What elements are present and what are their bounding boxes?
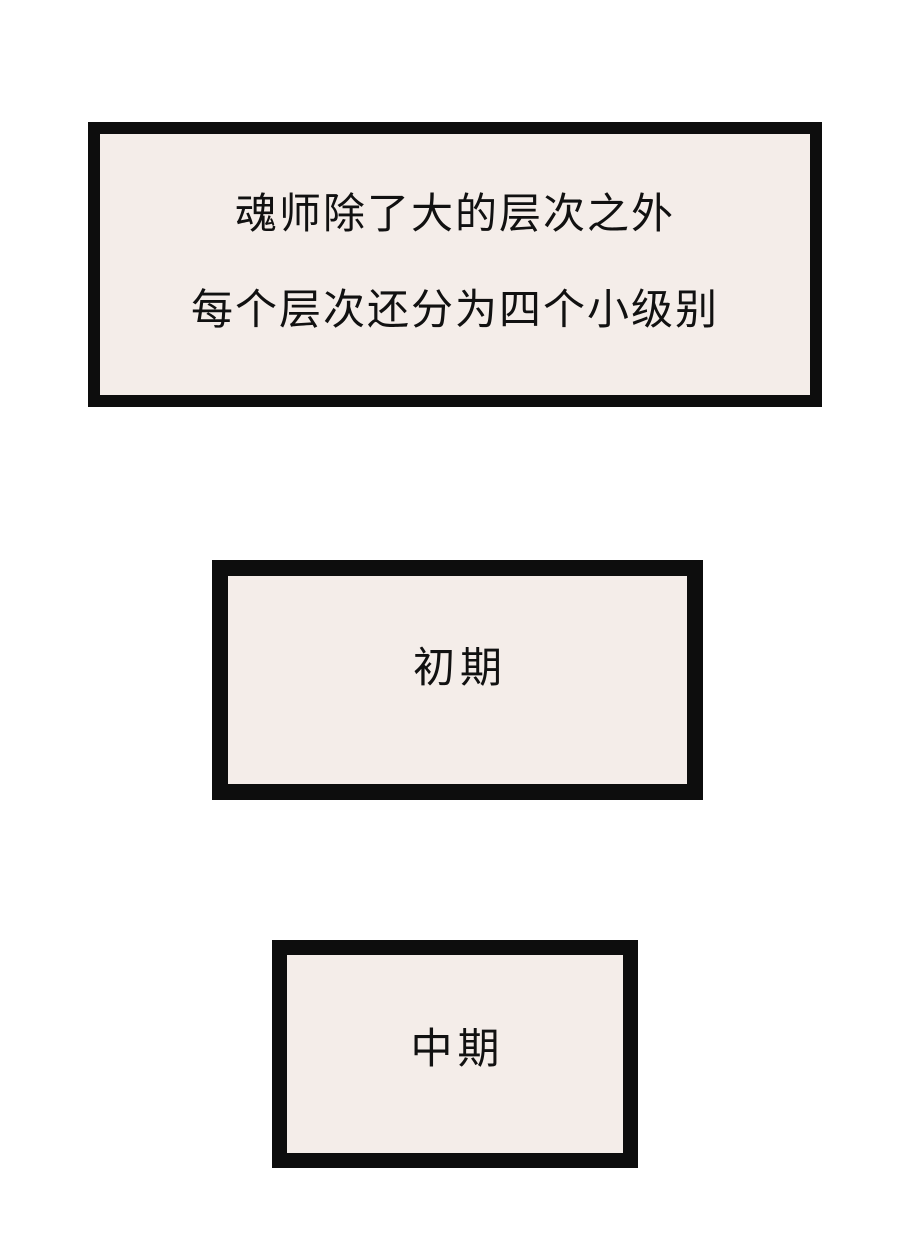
statement-line-2: 每个层次还分为四个小级别	[190, 284, 719, 334]
early-stage-label: 初期	[412, 643, 507, 692]
middle-stage-label: 中期	[410, 1024, 505, 1073]
middle-stage-panel: 中期	[272, 940, 638, 1168]
early-stage-panel: 初期	[212, 560, 703, 800]
statement-line-1: 魂师除了大的层次之外	[234, 188, 675, 238]
statement-text: 魂师除了大的层次之外 每个层次还分为四个小级别	[100, 142, 810, 388]
statement-panel: 魂师除了大的层次之外 每个层次还分为四个小级别	[88, 122, 822, 407]
